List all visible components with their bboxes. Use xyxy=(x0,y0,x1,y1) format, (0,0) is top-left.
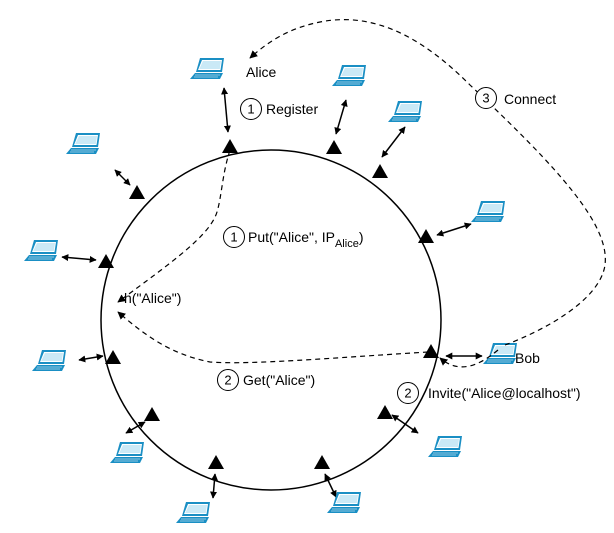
peer-node-link xyxy=(221,87,231,133)
peer-node-link xyxy=(210,473,218,499)
laptop-icon xyxy=(31,349,67,372)
triangle-node-icon xyxy=(144,407,160,421)
peer-node-link xyxy=(334,99,348,135)
triangle-node-icon xyxy=(314,455,330,469)
triangle-node-icon xyxy=(129,185,145,199)
alice-label: Alice xyxy=(246,64,277,80)
put-label: Put("Alice", IPAlice) xyxy=(248,229,363,250)
svg-text:2: 2 xyxy=(224,373,231,388)
peers xyxy=(23,57,518,524)
step-register-badge: 1 xyxy=(240,98,262,120)
peer-node-link xyxy=(381,126,406,158)
triangle-node-icon xyxy=(372,164,388,178)
peer-node-link xyxy=(436,222,472,237)
dht-ring xyxy=(100,149,442,491)
invite-label: Invite("Alice@localhost") xyxy=(428,385,581,401)
connect-path xyxy=(249,19,606,346)
peer-node-link xyxy=(114,169,131,186)
alice-laptop-icon xyxy=(189,57,225,80)
connect-label: Connect xyxy=(504,91,556,107)
laptop-icon xyxy=(387,100,423,123)
triangle-node-icon xyxy=(418,229,434,243)
peer-node-link xyxy=(125,421,146,434)
laptop-icon xyxy=(109,441,145,464)
bob-label: Bob xyxy=(515,350,540,366)
laptop-icon xyxy=(470,200,506,223)
peer-links xyxy=(61,87,483,499)
triangle-node-icon xyxy=(208,455,224,469)
laptop-icon xyxy=(65,132,101,155)
peer-node-link xyxy=(391,414,419,434)
get-path xyxy=(117,311,429,364)
laptop-icon xyxy=(326,491,362,514)
triangle-node-icon xyxy=(326,140,342,154)
step-get-badge: 2 xyxy=(217,369,239,391)
bob-laptop-icon xyxy=(482,342,518,365)
laptop-icon xyxy=(427,435,463,458)
register-label: Register xyxy=(266,101,318,117)
step-put-badge: 1 xyxy=(223,226,245,248)
peer-node-link xyxy=(324,473,337,498)
laptop-icon xyxy=(175,501,211,524)
laptop-icon xyxy=(331,64,367,87)
invite-path xyxy=(439,349,499,368)
triangle-node-icon xyxy=(222,139,238,153)
put-path xyxy=(117,149,231,303)
svg-text:2: 2 xyxy=(404,386,411,401)
svg-text:3: 3 xyxy=(482,91,489,106)
triangle-node-icon xyxy=(423,344,439,358)
step-invite-badge: 2 xyxy=(397,382,419,404)
get-label: Get("Alice") xyxy=(243,372,315,388)
peer-node-link xyxy=(61,254,97,263)
svg-text:1: 1 xyxy=(230,230,237,245)
triangle-node-icon xyxy=(105,350,121,364)
svg-text:1: 1 xyxy=(247,102,254,117)
ring-nodes xyxy=(98,139,439,469)
peer-node-link xyxy=(78,353,104,363)
hash-label: h("Alice") xyxy=(124,290,181,306)
laptop-icon xyxy=(23,239,59,262)
triangle-node-icon xyxy=(377,405,393,419)
triangle-node-icon xyxy=(98,254,114,268)
step-connect-badge: 3 xyxy=(475,87,497,109)
